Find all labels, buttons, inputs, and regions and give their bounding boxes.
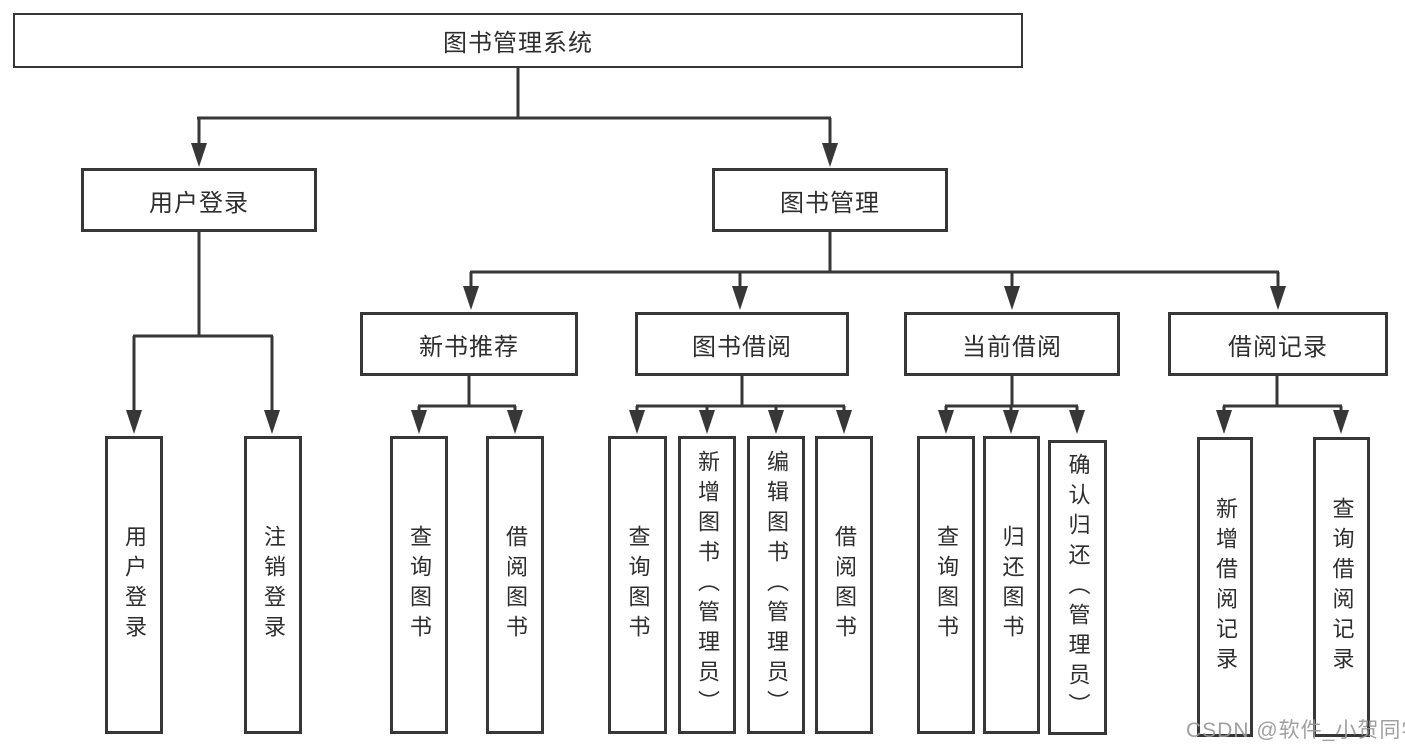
node-label: 用户登录 <box>149 189 249 217</box>
leaf-add-borrow-record: 新增借阅记录 <box>1197 437 1253 737</box>
leaf-label: 归还图书 <box>999 525 1025 645</box>
node-library-management-system: 图书管理系统 <box>13 13 1023 68</box>
connector-book-mgmt-to-level3 <box>469 232 1280 290</box>
connector-records-to-leaves <box>1222 376 1343 414</box>
leaf-label: 借阅图书 <box>832 525 857 645</box>
node-user-login: 用户登录 <box>81 168 317 232</box>
leaf-label: 用户登录 <box>122 525 147 645</box>
leaf-label: 查询图书 <box>625 525 651 645</box>
leaf-borrow-books-recommend: 借阅图书 <box>486 436 544 734</box>
leaf-label: 新增借阅记录 <box>1213 497 1238 677</box>
leaf-logout: 注销登录 <box>244 436 302 734</box>
connector-borrow-to-leaves <box>635 376 846 414</box>
leaf-user-login: 用户登录 <box>105 436 163 734</box>
leaf-return-book: 归还图书 <box>983 436 1040 734</box>
watermark-text: CSDN @软件_小贺同学 <box>1186 719 1405 742</box>
connector-user-login-to-leaves <box>132 232 274 412</box>
node-label: 当前借阅 <box>962 333 1062 361</box>
leaf-confirm-return-admin: 确认归还（管理员） <box>1048 440 1107 735</box>
leaf-label: 查询图书 <box>407 525 432 645</box>
node-label: 图书借阅 <box>692 333 792 361</box>
leaf-query-books-borrow: 查询图书 <box>608 436 667 734</box>
leaf-query-books-recommend: 查询图书 <box>390 436 448 734</box>
node-label: 新书推荐 <box>419 333 519 361</box>
node-label: 图书管理 <box>780 189 880 217</box>
leaf-edit-book-admin: 编辑图书（管理员） <box>747 436 805 734</box>
connector-root-to-level2 <box>197 68 832 145</box>
leaf-borrow-books: 借阅图书 <box>815 436 873 734</box>
connector-current-to-leaves <box>944 376 1079 414</box>
leaf-label: 编辑图书（管理员） <box>764 450 789 720</box>
leaf-add-book-admin: 新增图书（管理员） <box>678 436 736 734</box>
leaf-label: 新增图书（管理员） <box>695 450 720 720</box>
leaf-label: 确认归还（管理员） <box>1065 452 1091 723</box>
node-current-borrow: 当前借阅 <box>904 312 1120 376</box>
leaf-query-borrow-record: 查询借阅记录 <box>1313 437 1370 737</box>
connector-new-book-to-leaves <box>417 376 517 414</box>
leaf-label: 查询图书 <box>934 525 959 645</box>
arrowheads <box>126 143 1349 434</box>
node-label: 图书管理系统 <box>443 30 593 57</box>
leaf-label: 查询借阅记录 <box>1329 497 1355 677</box>
node-label: 借阅记录 <box>1228 333 1328 361</box>
node-book-management: 图书管理 <box>712 168 948 232</box>
leaf-query-books-current: 查询图书 <box>917 436 975 734</box>
node-book-borrow: 图书借阅 <box>635 312 849 376</box>
node-new-book-recommend: 新书推荐 <box>360 312 578 376</box>
leaf-label: 注销登录 <box>261 525 286 645</box>
node-borrow-records: 借阅记录 <box>1168 312 1388 376</box>
leaf-label: 借阅图书 <box>503 525 528 645</box>
